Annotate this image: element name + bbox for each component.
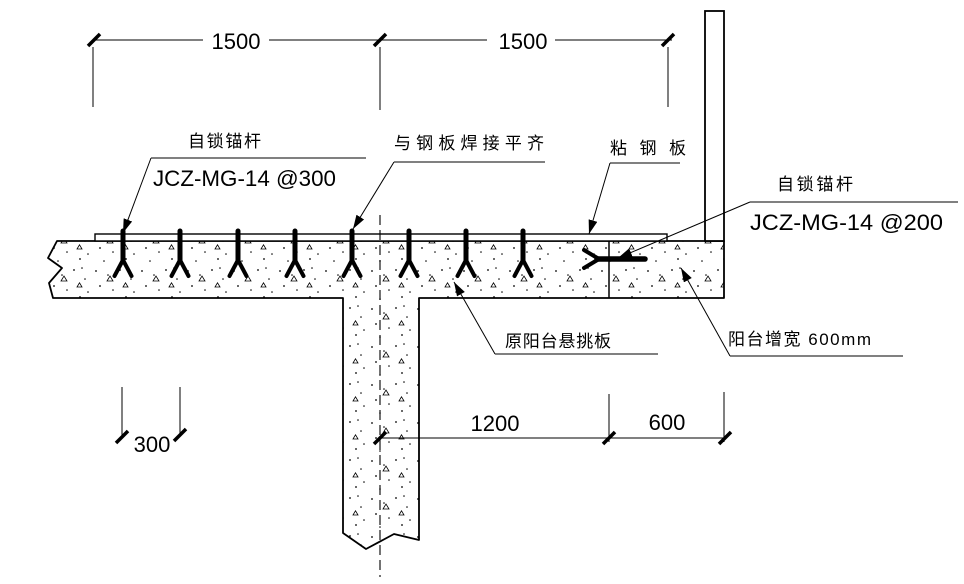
anchor-bolt-6 xyxy=(398,228,420,278)
anchor-bolt-2 xyxy=(169,228,191,278)
label-left-anchor: 自锁锚杆 JCZ-MG-14 @300 xyxy=(122,132,366,234)
anchor-bolt-7 xyxy=(455,228,477,278)
top-dimension: 1500 1500 xyxy=(86,29,676,110)
left-anchor-spec: JCZ-MG-14 @300 xyxy=(153,166,336,191)
anchor-bolt-3 xyxy=(227,228,249,278)
anchor-bolts xyxy=(112,228,534,278)
original-slab-text: 原阳台悬挑板 xyxy=(505,332,611,351)
steel-plate-text: 粘钢板 xyxy=(610,139,686,158)
left-anchor-title: 自锁锚杆 xyxy=(188,132,261,151)
anchor-bolt-8 xyxy=(512,228,534,278)
dim-cantilever: 1200 xyxy=(471,411,520,436)
anchor-bolt-1 xyxy=(112,228,134,278)
right-anchor-spec: JCZ-MG-14 @200 xyxy=(750,210,943,235)
horizontal-anchor-bolt xyxy=(582,248,648,270)
concrete-outline xyxy=(47,240,725,550)
bottom-dimension: 1200 600 xyxy=(372,392,733,446)
anchor-bolt-4 xyxy=(284,228,306,278)
label-weld-note: 与钢板焊接平齐 xyxy=(352,134,545,230)
dim-anchor-spacing: 300 xyxy=(134,432,171,457)
label-original-slab: 原阳台悬挑板 xyxy=(453,281,658,355)
dim-top-left: 1500 xyxy=(212,29,261,54)
anchor-bolt-5 xyxy=(341,228,363,278)
label-steel-plate: 粘钢板 xyxy=(588,139,686,235)
widening-note-text: 阳台增宽 600mm xyxy=(728,330,871,349)
weld-note-text: 与钢板焊接平齐 xyxy=(394,134,544,153)
concrete-slab-and-downstand xyxy=(47,240,725,550)
dim-widened: 600 xyxy=(649,410,686,435)
dim-top-right: 1500 xyxy=(499,29,548,54)
anchor-spacing-dimension: 300 xyxy=(114,387,188,457)
parapet-wall xyxy=(704,10,725,242)
right-anchor-title: 自锁锚杆 xyxy=(777,175,853,194)
